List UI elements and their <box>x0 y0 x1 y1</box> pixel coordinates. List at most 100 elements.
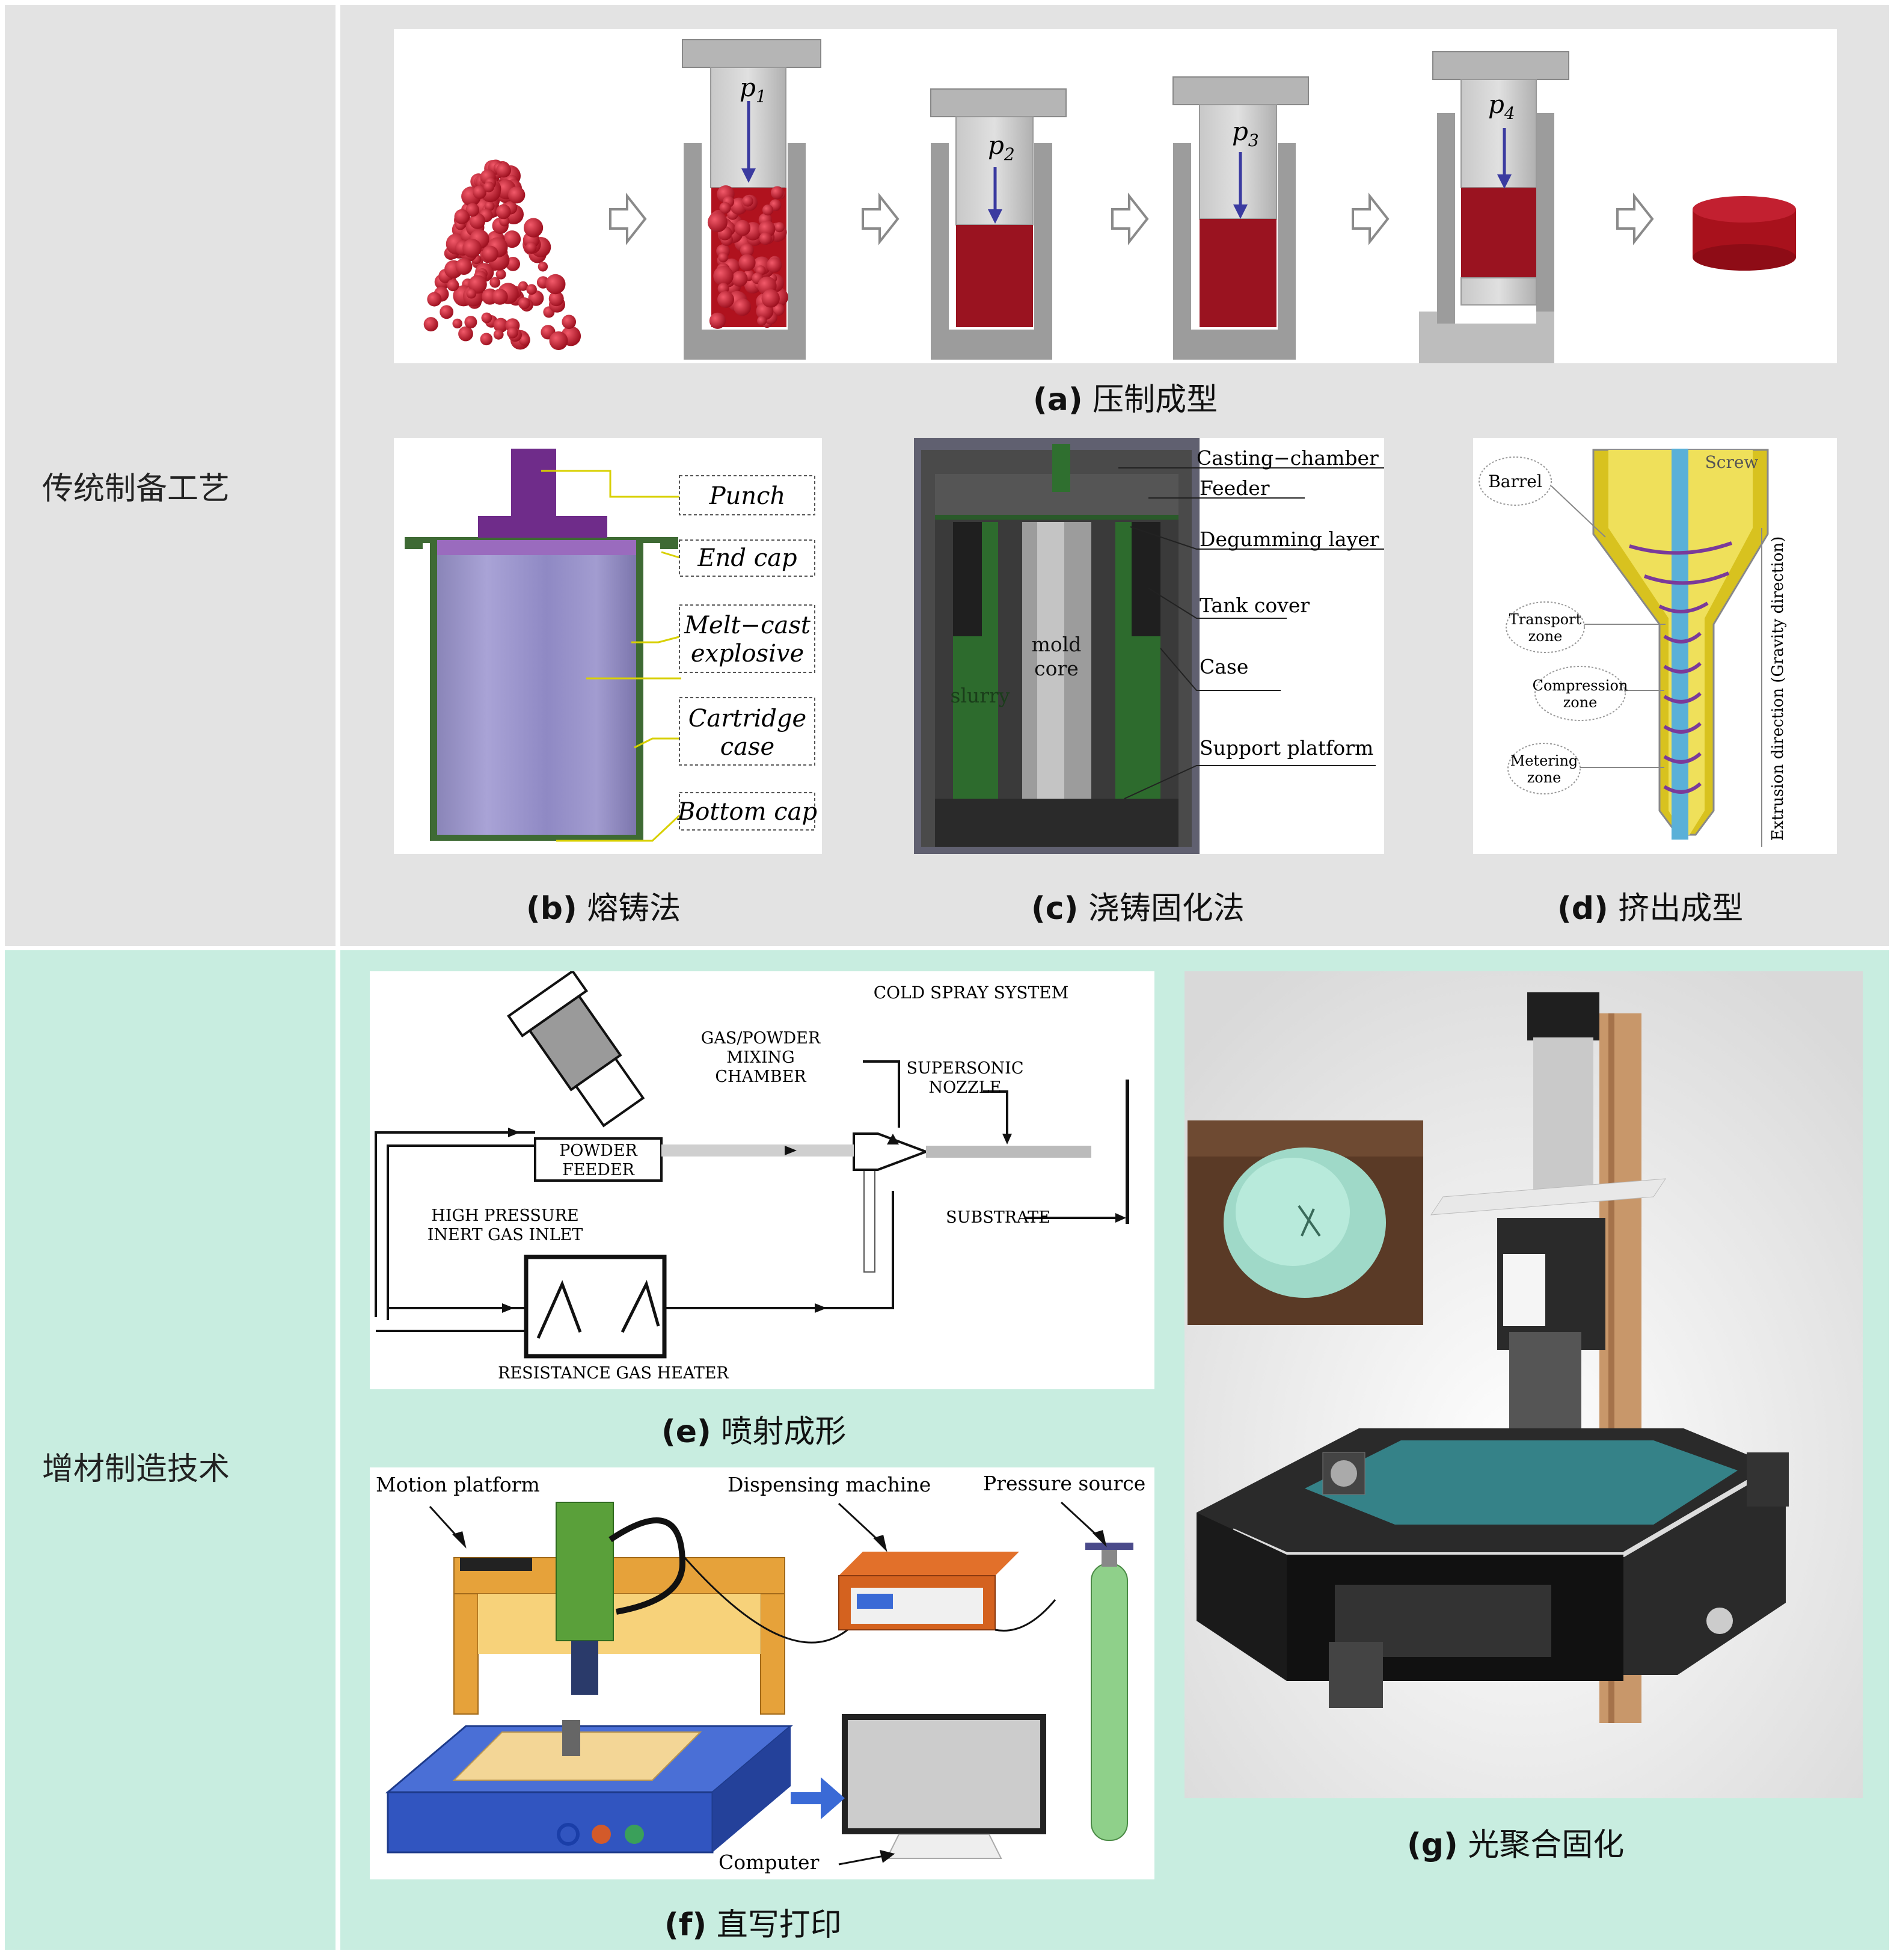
label-metering: Metering <box>1510 752 1578 769</box>
press-3 <box>1172 76 1309 360</box>
powder-particle <box>526 242 537 253</box>
label-mixing-2: MIXING <box>726 1048 794 1067</box>
powder-particle <box>483 181 495 192</box>
label-pressure-source: Pressure source <box>983 1472 1145 1495</box>
label-mold: mold <box>1032 633 1082 656</box>
label-bottom-cap: Bottom cap <box>677 798 817 826</box>
powder-particle <box>767 257 782 273</box>
pressure-label-4: p4 <box>1488 90 1515 123</box>
label-heater: RESISTANCE GAS HEATER <box>498 1364 729 1383</box>
label-compression: Compression <box>1533 677 1628 694</box>
powder-particle <box>719 202 731 214</box>
powder-particle <box>473 185 486 200</box>
powder-feeder-box <box>534 1137 663 1182</box>
label-cold-spray-title: COLD SPRAY SYSTEM <box>874 983 1069 1003</box>
caption-e: (e) 喷射成形 <box>661 1414 847 1450</box>
label-core: core <box>1034 657 1079 680</box>
press-2 <box>930 88 1067 360</box>
powder-particle <box>482 245 498 262</box>
label-nozzle-2: NOZZLE <box>929 1078 1002 1097</box>
powder-particle <box>761 289 780 308</box>
caption-a: (a) 压制成型 <box>1033 382 1218 418</box>
label-transport-zone: zone <box>1528 628 1563 645</box>
press-1 <box>682 39 821 360</box>
inset-photo <box>1188 1120 1423 1325</box>
label-support-platform: Support platform <box>1200 736 1373 760</box>
label-tank-cover: Tank cover <box>1200 594 1310 617</box>
label-mixing-3: CHAMBER <box>715 1068 806 1086</box>
gas-heater-box <box>524 1255 667 1359</box>
panel-b-melt-cast: Punch End cap Melt−cast explosive Cartri… <box>394 438 822 854</box>
panel-b-drawing: Punch End cap Melt−cast explosive Cartri… <box>405 449 817 842</box>
powder-particle <box>538 262 548 272</box>
powder-particle <box>503 230 521 248</box>
caption-b: (b) 熔铸法 <box>526 891 681 927</box>
powder-particle <box>709 312 726 329</box>
label-feeder-1: POWDER <box>559 1141 637 1160</box>
label-case: case <box>720 733 774 761</box>
final-pellet <box>1693 196 1796 271</box>
powder-particle <box>489 277 501 288</box>
screw-flights <box>1629 541 1732 794</box>
powder-particle <box>518 297 530 310</box>
label-feeder: Feeder <box>1200 476 1270 500</box>
powder-particle <box>496 204 511 220</box>
powder-particle <box>496 162 511 178</box>
powder-particle <box>524 218 544 238</box>
powder-particle <box>545 274 566 295</box>
powder-particle <box>469 213 486 229</box>
panel-g-photopolymer <box>1185 971 1863 1798</box>
press-4 <box>1419 51 1569 363</box>
label-punch: Punch <box>709 482 786 510</box>
powder-particle <box>707 212 728 233</box>
powder-particle <box>508 186 526 204</box>
powder-particle <box>759 232 772 245</box>
gas-cylinder <box>1091 1563 1128 1841</box>
powder-pile <box>423 159 581 350</box>
powder-particle <box>740 243 754 257</box>
caption-f: (f) 直写打印 <box>664 1907 842 1943</box>
printer-motor <box>1527 992 1599 1040</box>
label-dispensing-machine: Dispensing machine <box>728 1473 931 1496</box>
caption-d: (d) 挤出成型 <box>1557 891 1744 927</box>
powder-particle <box>734 220 751 236</box>
powder-particle <box>518 281 529 291</box>
powder-particle <box>484 201 495 212</box>
powder-particle <box>480 333 493 346</box>
powder-particle <box>742 195 753 207</box>
label-transport: Transport <box>1509 611 1582 628</box>
pressure-label-1: p1 <box>740 73 767 106</box>
leader-lines <box>1551 485 1762 847</box>
powder-particle <box>772 303 785 316</box>
powder-particle <box>493 318 508 333</box>
powder-particle <box>464 316 477 329</box>
powder-particle <box>447 279 459 292</box>
powder-particle <box>774 222 785 233</box>
powder-hopper <box>507 971 645 1128</box>
powder-particle <box>562 315 576 329</box>
row-divider <box>5 946 1889 950</box>
panel-f-drawing: Motion platform Dispensing machine Press… <box>376 1472 1145 1874</box>
powder-particle <box>770 186 784 200</box>
powder-particle <box>526 284 537 295</box>
powder-particle <box>455 258 473 275</box>
powder-particle <box>462 239 482 258</box>
base-box <box>387 1791 714 1854</box>
powder-particle <box>549 331 568 350</box>
powder-particle <box>466 288 477 299</box>
label-motion-platform: Motion platform <box>376 1473 540 1496</box>
powder-particle <box>465 203 480 217</box>
panel-c-drawing: Casting−chamber Feeder Degumming layer T… <box>914 438 1384 854</box>
print-head <box>556 1502 614 1641</box>
powder-particle <box>495 269 506 280</box>
label-cartridge: Cartridge <box>688 705 806 733</box>
label-screw: Screw <box>1705 452 1759 472</box>
panel-d-drawing: Barrel Screw Transport zone Compression … <box>1479 449 1787 847</box>
powder-particle <box>423 317 438 332</box>
powder-particle <box>454 209 470 224</box>
label-extrusion-direction: Extrusion direction (Gravity direction) <box>1769 536 1787 841</box>
powder-particle <box>732 271 748 287</box>
label-compression-zone: zone <box>1563 694 1598 711</box>
panel-g-drawing <box>1185 971 1863 1798</box>
